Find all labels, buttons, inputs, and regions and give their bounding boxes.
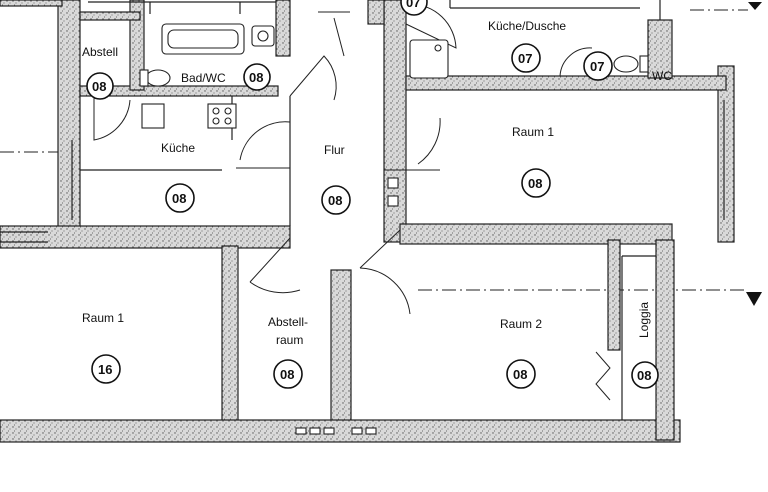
label-wc: WC <box>652 69 672 83</box>
room-labels: Abstell Bad/WC Küche/Dusche WC Küche Flu… <box>82 19 672 347</box>
svg-text:08: 08 <box>637 368 651 383</box>
badge-raum1-left: 16 <box>91 354 121 384</box>
svg-text:07: 07 <box>518 51 532 66</box>
section-marker-top <box>748 2 762 10</box>
svg-text:08: 08 <box>528 176 542 191</box>
badge-wc: 07 <box>583 51 613 81</box>
label-kueche-dusche: Küche/Dusche <box>488 19 566 33</box>
label-flur: Flur <box>324 143 345 157</box>
sink-icon <box>141 103 165 129</box>
svg-text:08: 08 <box>249 70 263 85</box>
badge-flur: 08 <box>321 185 351 215</box>
axis-lines <box>0 2 762 306</box>
label-loggia: Loggia <box>637 302 651 338</box>
label-raum2: Raum 2 <box>500 317 542 331</box>
svg-text:08: 08 <box>328 193 342 208</box>
badge-kueche-dusche: 07 <box>511 43 541 73</box>
label-bad-wc: Bad/WC <box>181 71 226 85</box>
wc-toilet-icon <box>613 55 639 73</box>
svg-text:08: 08 <box>172 191 186 206</box>
label-kueche: Küche <box>161 141 195 155</box>
svg-text:08: 08 <box>92 79 106 94</box>
badge-loggia: 08 <box>631 361 659 389</box>
label-raum1-right: Raum 1 <box>512 125 554 139</box>
svg-text:08: 08 <box>280 367 294 382</box>
number-circles: 08 08 07 07 07 08 08 08 <box>86 0 659 389</box>
svg-text:16: 16 <box>98 362 112 377</box>
badge-top-cut: 07 <box>400 0 428 16</box>
badge-abstellraum: 08 <box>273 359 303 389</box>
label-abstellraum-1: Abstell- <box>268 315 308 329</box>
badge-bad-wc: 08 <box>243 63 271 91</box>
fixtures <box>139 23 649 435</box>
badge-abstell: 08 <box>86 72 114 100</box>
door-swings <box>93 3 611 401</box>
svg-text:07: 07 <box>590 59 604 74</box>
badge-kueche: 08 <box>165 183 195 213</box>
label-raum1-left: Raum 1 <box>82 311 124 325</box>
badge-raum1-right: 08 <box>521 168 551 198</box>
svg-text:07: 07 <box>406 0 420 10</box>
label-abstell: Abstell <box>82 45 118 59</box>
badge-raum2: 08 <box>506 359 536 389</box>
shower-tray-icon <box>409 39 449 79</box>
walls <box>0 0 735 443</box>
toilet-icon <box>145 69 171 87</box>
interior-lines <box>0 0 725 420</box>
label-abstellraum-2: raum <box>276 333 303 347</box>
stove-icon <box>207 103 237 129</box>
svg-text:08: 08 <box>513 367 527 382</box>
section-marker-right <box>746 292 762 306</box>
